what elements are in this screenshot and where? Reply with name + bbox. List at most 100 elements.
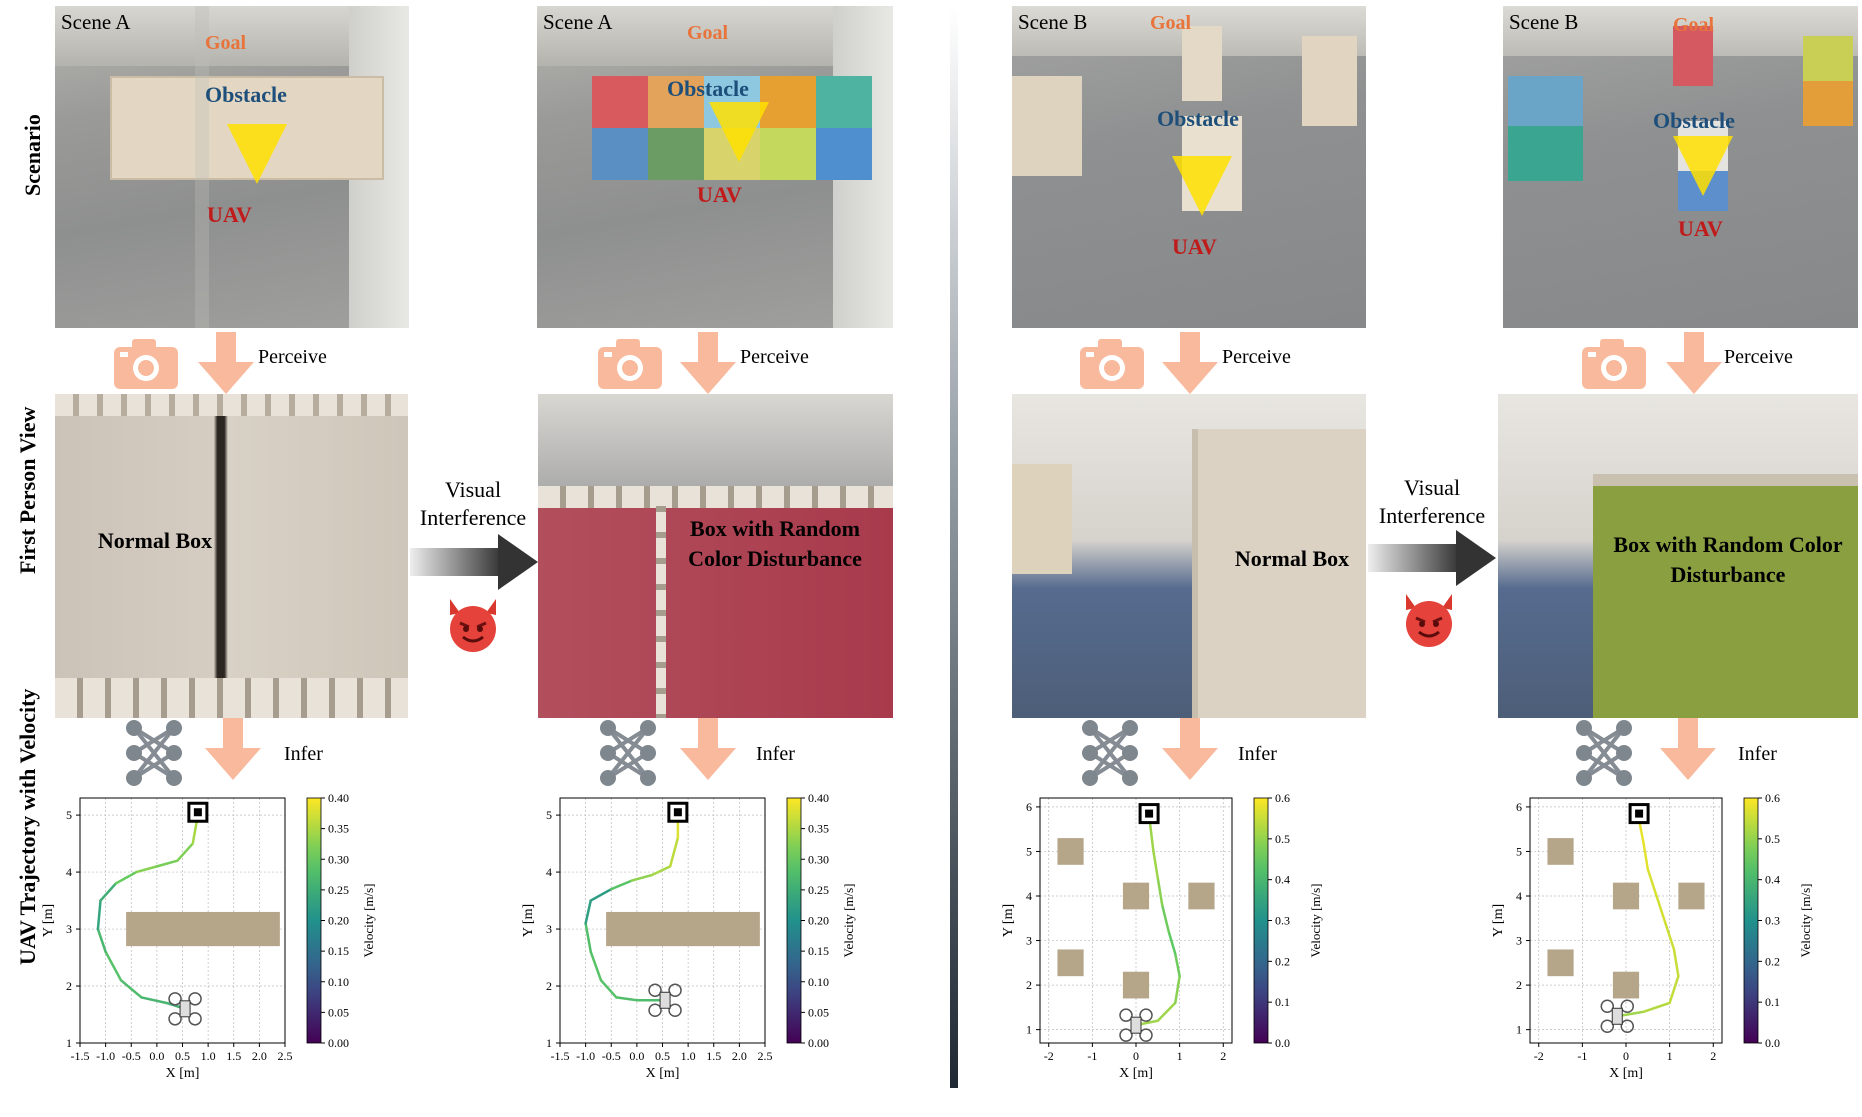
fpv-image-4: Box with Random Color Disturbance — [1498, 394, 1858, 718]
x-tick-label: 2.0 — [732, 1049, 747, 1063]
x-tick-label: -1 — [1577, 1049, 1587, 1063]
x-tick-label: 1 — [1177, 1049, 1183, 1063]
plot-frame — [1039, 797, 1233, 1044]
neural-network-icon — [1576, 720, 1632, 786]
colorbar-tick-label: 0.00 — [328, 1036, 349, 1050]
box-1 — [1012, 76, 1082, 176]
y-tick-label: 4 — [66, 865, 72, 879]
fov-cone — [1172, 156, 1232, 216]
colorbar-label: Velocity [m/s] — [841, 883, 856, 957]
trajectory-segment — [119, 979, 143, 999]
trajectory-segment — [651, 865, 672, 877]
scene-label: Scene A — [61, 10, 131, 34]
perceive-arrow — [1162, 332, 1218, 394]
y-tick-label: 4 — [1026, 889, 1032, 903]
plot-frame — [559, 797, 766, 1044]
y-tick-label: 5 — [1026, 844, 1032, 858]
obstacle-rect — [1547, 838, 1574, 865]
obstacle-label: Obstacle — [667, 76, 749, 101]
colorbar-tick-label: 0.5 — [1275, 832, 1290, 846]
x-tick-label: -1.0 — [96, 1049, 115, 1063]
uav-label: UAV — [207, 202, 252, 227]
y-tick-label: 1 — [1026, 1023, 1032, 1037]
drone-body — [1611, 1007, 1623, 1025]
obstacle-rect — [1547, 949, 1574, 977]
trajectory-segment — [114, 870, 138, 885]
x-tick-label: 1.5 — [226, 1049, 241, 1063]
trajectory-segment — [1655, 894, 1667, 924]
fpv-text: Normal Box — [1234, 546, 1350, 571]
y-tick-label: 1 — [546, 1036, 552, 1050]
x-tick-label: -1.5 — [551, 1049, 570, 1063]
drone-body — [1130, 1016, 1142, 1034]
box-3 — [1803, 36, 1853, 81]
x-tick-label: -1.0 — [576, 1049, 595, 1063]
fpv-image-3: Normal Box — [1012, 394, 1366, 718]
colorbar-tick-label: 0.30 — [328, 852, 349, 866]
scene-label: Scene B — [1018, 10, 1088, 34]
colorbar-tick-label: 0.05 — [808, 1005, 829, 1019]
x-tick-label: 2 — [1220, 1049, 1226, 1063]
neural-network-icon — [126, 720, 182, 786]
infer-arrow — [205, 718, 261, 780]
fov-cone — [227, 124, 287, 184]
interference-arrow — [1368, 530, 1496, 586]
x-tick-label: -0.5 — [122, 1049, 141, 1063]
goal-marker-inner — [193, 808, 202, 817]
x-tick-label: -1 — [1087, 1049, 1097, 1063]
x-tick-label: -2 — [1534, 1049, 1544, 1063]
colorbar-tick-label: 0.3 — [1765, 914, 1780, 928]
infer-label: Infer — [1738, 743, 1777, 765]
fpv-text: Box with Random Color Disturbance — [1613, 532, 1843, 587]
uav-label: UAV — [1678, 216, 1723, 241]
trajectory-segment — [104, 950, 123, 982]
obstacle-rect — [126, 911, 280, 947]
trajectory-segment — [668, 836, 680, 868]
devil-emoji-icon — [1406, 594, 1452, 647]
y-tick-label: 2 — [1026, 978, 1032, 992]
trajectory-segment — [1642, 841, 1650, 871]
x-axis-label: X [m] — [1609, 1066, 1643, 1081]
uav-label: UAV — [697, 182, 742, 207]
trajectory-segment — [1160, 903, 1170, 933]
fpv-text: Box with Random Color Disturbance — [688, 516, 862, 571]
obstacle-rect — [1057, 838, 1084, 865]
trajectory-segment — [1642, 1001, 1671, 1014]
colorbar-tick-label: 0.00 — [808, 1036, 829, 1050]
colorbar-tick-label: 0.05 — [328, 1005, 349, 1019]
uav-label: UAV — [1172, 234, 1217, 259]
x-tick-label: 0.5 — [175, 1049, 190, 1063]
x-tick-label: 0.0 — [629, 1049, 644, 1063]
fov-cone — [1673, 136, 1733, 196]
obstacle-label: Obstacle — [205, 82, 287, 107]
perceive-arrow — [680, 332, 736, 394]
x-axis-label: X [m] — [646, 1066, 680, 1081]
infer-arrow — [1162, 718, 1218, 780]
goal-label: Goal — [205, 32, 247, 54]
infer-label: Infer — [1238, 743, 1277, 765]
infer-label: Infer — [756, 743, 795, 765]
y-axis-label: Y [m] — [521, 904, 536, 937]
y-tick-label: 5 — [1516, 844, 1522, 858]
drone-body — [179, 1000, 191, 1018]
interference-arrow — [410, 534, 538, 590]
colorbar-tick-label: 0.0 — [1275, 1036, 1290, 1050]
goal-label: Goal — [1150, 12, 1192, 34]
trajectory-segment — [135, 865, 159, 874]
trajectory-segment — [1167, 930, 1177, 956]
plot-frame — [1529, 797, 1723, 1044]
trajectory-segment — [1646, 868, 1658, 898]
y-tick-label: 5 — [546, 808, 552, 822]
colorbar-tick-label: 0.5 — [1765, 832, 1780, 846]
row-label-fpv: First Person View — [15, 406, 40, 574]
infer-label: Infer — [284, 743, 323, 765]
x-tick-label: 1.5 — [706, 1049, 721, 1063]
colorbar-tick-label: 0.40 — [808, 791, 829, 805]
trajectory-segment — [96, 899, 102, 931]
colorbar-tick-label: 0.10 — [328, 975, 349, 989]
trajectory-segment — [1664, 921, 1676, 951]
trajectory-segment — [155, 859, 179, 868]
